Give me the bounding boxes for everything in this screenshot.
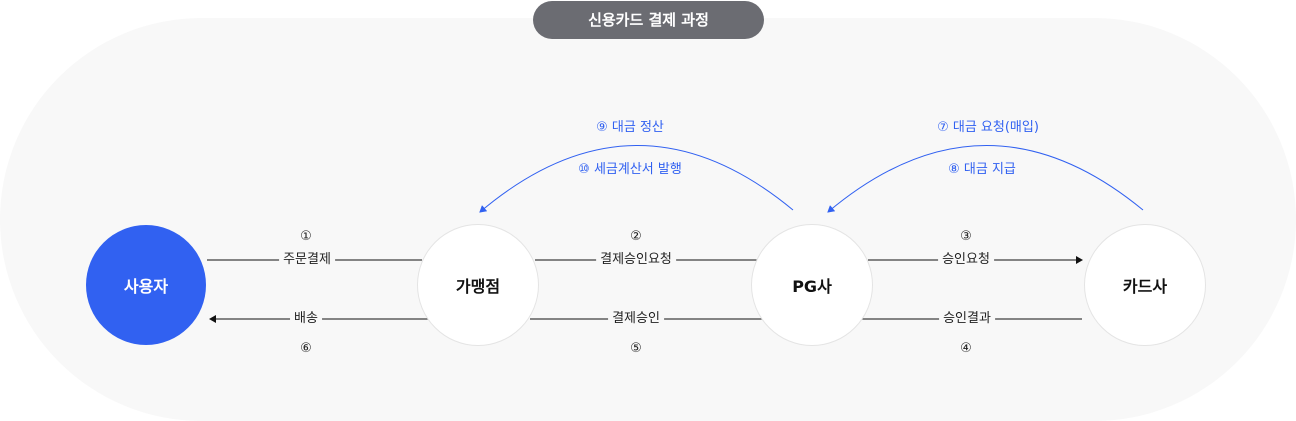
node-user-label: 사용자 [123,277,169,296]
payment-label: ⑧ 대금 지급 [948,162,1016,177]
node-merchant: 가맹점 [418,225,538,345]
node-pg: PG사 [752,225,872,345]
payment-approval-step-number: ⑤ [630,341,642,356]
payment-request-label: 결제승인요청 [596,251,676,269]
node-card: 카드사 [1085,225,1205,345]
settlement-label: ⑨ 대금 정산 [596,120,664,135]
delivery-label: 배송 [290,310,322,328]
node-merchant-label: 가맹점 [455,277,501,296]
approval-request-step-number: ③ [960,229,972,244]
tax-invoice-label: ⑩ 세금계산서 발행 [578,162,682,177]
approval-request-label: 승인요청 [938,251,994,269]
order-label: 주문결제 [279,251,335,269]
approval-result-label: 승인결과 [939,310,995,328]
settlement-arc-pg-merchant [479,145,794,213]
diagram-background [0,18,1296,421]
node-pg-label: PG사 [792,277,832,296]
purchase-request-label: ⑦ 대금 요청(매입) [937,120,1039,135]
diagram-title: 신용카드 결제 과정 [533,1,764,39]
node-card-label: 카드사 [1122,277,1168,296]
approval-result-step-number: ④ [960,341,972,356]
node-user: 사용자 [86,225,206,345]
delivery-step-number: ⑥ [300,341,312,356]
payment-request-step-number: ② [630,229,642,244]
payment-approval-label: 결제승인 [608,310,664,328]
order-step-number: ① [300,229,312,244]
settlement-arc-card-pg [827,145,1144,213]
